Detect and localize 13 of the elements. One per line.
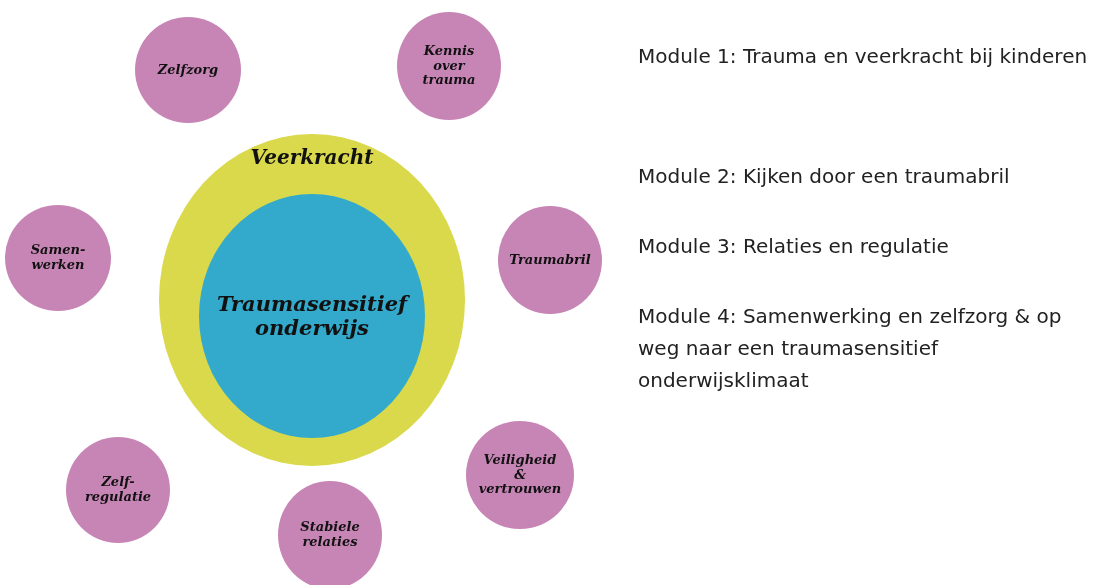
topic-label: Traumasensitief onderwijs <box>215 291 411 341</box>
topic-label: Zelf- regulatie <box>83 475 153 505</box>
topic-label: Veerkracht <box>249 146 375 169</box>
module-text: Module 3: Relaties en regulatie <box>638 233 950 260</box>
module-text: Module 4: Samenwerking en zelfzorg & op weg naar een traumasensitief onderwijsklimaat <box>638 303 1063 394</box>
module-text: Module 1: Trauma en veerkracht bij kinderen <box>638 43 1089 70</box>
module-text: Module 2: Kijken door een traumabril <box>638 163 1011 190</box>
topic-label: Stabiele relaties <box>299 520 361 550</box>
topic-label: Kennis over trauma <box>421 43 477 89</box>
topic-label: Traumabril <box>509 252 591 268</box>
topic-label: Samen- werken <box>29 243 87 273</box>
topic-label: Veiligheid & vertrouwen <box>477 452 563 498</box>
topic-label: Zelfzorg <box>156 62 220 78</box>
